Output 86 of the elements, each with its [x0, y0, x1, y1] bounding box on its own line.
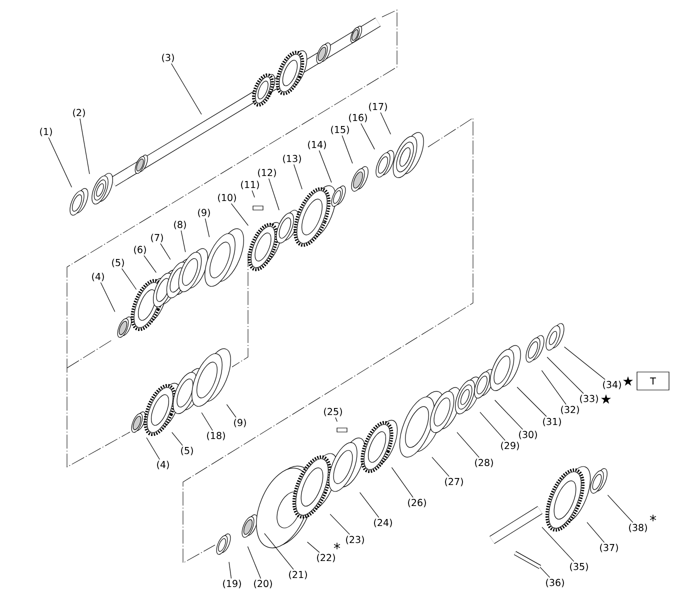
leader-line	[180, 230, 186, 252]
leader-line	[268, 178, 280, 210]
leader-line	[247, 546, 262, 579]
callout-number: (33)	[580, 394, 598, 404]
callout-number: (12)	[258, 168, 276, 178]
callout-number: (26)	[408, 498, 426, 508]
callout-number: (10)	[218, 194, 236, 202]
leader-line	[380, 112, 391, 135]
callout-number: (4)	[92, 272, 104, 282]
callout-number: (2)	[73, 108, 85, 118]
leader-line	[146, 437, 160, 460]
callout-number: (1)	[40, 128, 52, 136]
callout-number: (27)	[445, 478, 463, 486]
callout-number: (24)	[374, 518, 392, 528]
leader-line	[80, 118, 90, 174]
callout-number: (7)	[151, 234, 163, 242]
callout-number: (16)	[349, 114, 367, 122]
leader-line	[264, 533, 294, 570]
leader-line	[335, 417, 338, 422]
asterisk-mark: *	[650, 514, 656, 522]
callout-number: (20)	[254, 580, 272, 588]
leader-line	[540, 566, 550, 578]
leader-line	[391, 467, 414, 498]
leader-line	[330, 514, 350, 535]
callout-number: (9)	[198, 208, 210, 218]
callout-number: (17)	[369, 102, 387, 112]
asterisk-mark: *	[334, 542, 340, 550]
callout-number: (19)	[223, 580, 241, 588]
callout-number: (9)	[234, 418, 246, 428]
leader-line	[172, 432, 183, 446]
callout-number: (14)	[308, 140, 326, 150]
leader-line	[226, 404, 236, 418]
leader-line	[318, 150, 332, 183]
leader-line	[252, 190, 255, 198]
callout-number: (28)	[475, 458, 493, 468]
callout-number: (34)	[603, 380, 621, 390]
leader-line	[144, 255, 156, 273]
callout-number: (35)	[570, 562, 588, 572]
leader-line	[201, 412, 213, 431]
leader-line	[546, 356, 584, 394]
leader-line	[542, 526, 574, 562]
callout-number: (32)	[561, 406, 579, 414]
leader-line	[48, 137, 72, 188]
callout-number: (8)	[174, 220, 186, 230]
leader-line	[607, 494, 634, 523]
callout-number: (5)	[112, 258, 124, 268]
callout-number: (38)	[629, 524, 647, 532]
leader-line	[307, 542, 320, 553]
leader-line	[586, 522, 605, 543]
callout-number: (29)	[501, 442, 519, 450]
leader-line	[294, 164, 302, 190]
callout-number: (6)	[134, 246, 146, 254]
leader-line	[230, 203, 248, 226]
callout-number: (3)	[162, 54, 174, 62]
leader-line	[100, 282, 116, 312]
callout-number: (23)	[346, 536, 364, 544]
leader-line	[360, 123, 375, 150]
leader-line	[360, 492, 380, 518]
callout-number: (4)	[157, 460, 169, 470]
callout-number: (15)	[331, 126, 349, 134]
callout-number: (21)	[289, 570, 307, 580]
leader-line	[160, 243, 171, 260]
callout-number: (37)	[600, 544, 618, 552]
leader-line	[541, 370, 566, 405]
leader-line	[122, 268, 137, 290]
leader-line	[342, 135, 353, 164]
star-mark: ★	[601, 394, 611, 404]
leader-line	[432, 456, 450, 477]
callout-number: (5)	[181, 446, 193, 456]
leader-line	[494, 400, 524, 430]
callout-number: (25)	[324, 408, 342, 416]
leader-line	[456, 432, 480, 458]
leader-line	[480, 412, 506, 441]
marker-box: T	[636, 372, 670, 390]
callout-number: (18)	[207, 432, 225, 440]
callout-number: (22)	[317, 554, 335, 562]
callout-number: (13)	[283, 154, 301, 164]
leader-line	[516, 386, 547, 417]
leader-line	[228, 562, 232, 579]
callout-number: (36)	[546, 578, 564, 588]
leader-line	[204, 218, 210, 238]
leader-line	[170, 63, 202, 115]
callout-number: (30)	[519, 430, 537, 440]
callout-number: (31)	[543, 418, 561, 426]
callout-number: (11)	[241, 180, 259, 190]
leader-line	[564, 346, 606, 380]
